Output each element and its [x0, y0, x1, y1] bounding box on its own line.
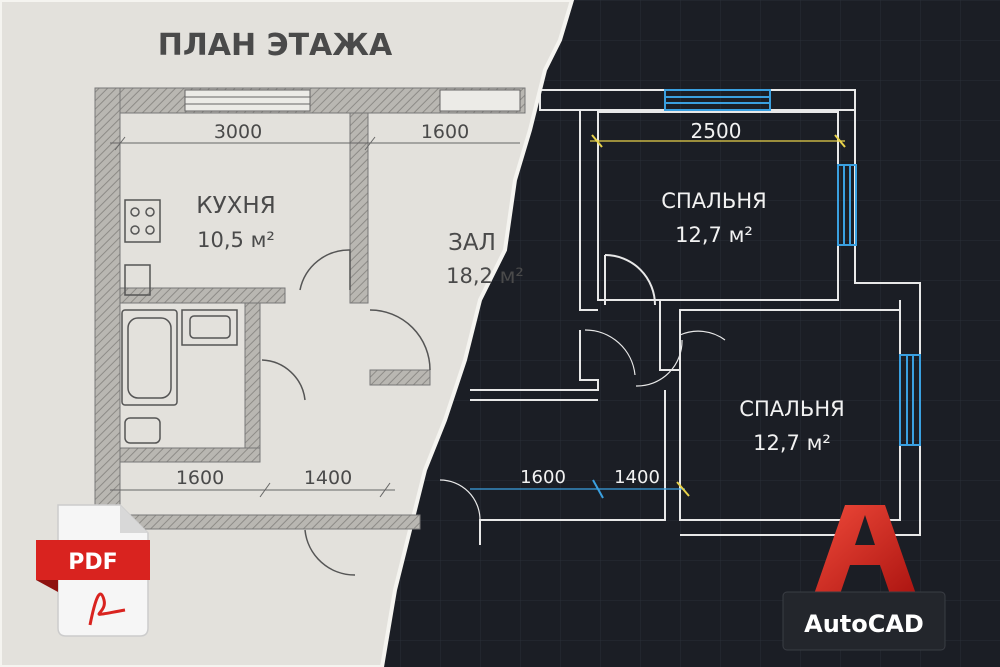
- page-title: ПЛАН ЭТАЖА: [158, 28, 393, 63]
- cad-windows: [664, 89, 921, 446]
- cad-room-name: СПАЛЬНЯ: [739, 397, 844, 421]
- paper-dim-top-left: 3000: [214, 121, 262, 143]
- acrobat-icon: [88, 592, 126, 626]
- cad-room-name: СПАЛЬНЯ: [661, 189, 766, 213]
- paper-wall-left: [94, 87, 121, 529]
- cad-dim-top: 2500: [691, 119, 742, 143]
- cad-dim-bottom-left: 1600: [520, 467, 566, 488]
- paper-dim-bottom-left: 1600: [176, 467, 224, 489]
- paper-sheet: [0, 0, 575, 667]
- autocad-logo: AutoCAD: [782, 505, 946, 651]
- paper-dim-top-right: 1600: [421, 121, 469, 143]
- pdf-file-icon: PDF: [36, 504, 150, 637]
- autocad-label: AutoCAD: [804, 610, 924, 638]
- paper-room-name: КУХНЯ: [196, 193, 275, 219]
- cad-room-area: 12,7 м²: [675, 223, 753, 247]
- paper-room-area: 18,2 м²: [446, 264, 524, 288]
- pdf-label: PDF: [68, 550, 117, 575]
- paper-half: [0, 0, 575, 667]
- paper-room-area: 10,5 м²: [197, 228, 275, 252]
- cad-room-area: 12,7 м²: [753, 431, 831, 455]
- cad-dimension-lines: [470, 134, 846, 499]
- paper-floor-plan: ПЛАН ЭТАЖА 3000 1600 1600 1400 КУХНЯ 10,…: [94, 28, 526, 576]
- paper-dim-bottom-right: 1400: [304, 467, 352, 489]
- paper-window: [184, 89, 311, 112]
- paper-room-name: ЗАЛ: [448, 230, 496, 256]
- cad-door-arc: [604, 254, 656, 306]
- cad-dim-bottom-right: 1400: [614, 467, 660, 488]
